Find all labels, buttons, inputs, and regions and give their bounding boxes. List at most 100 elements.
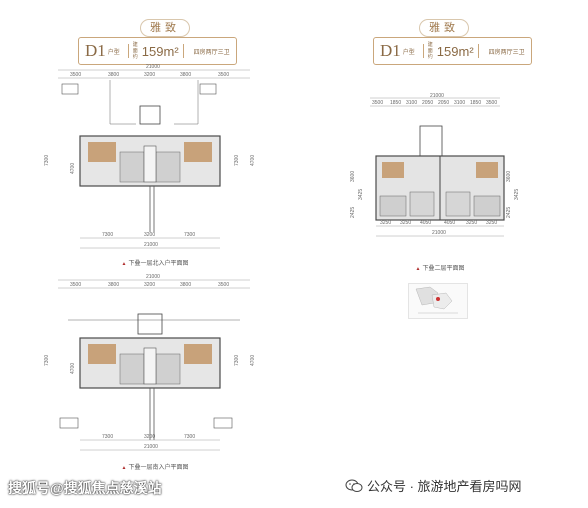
key-plan-thumbnail	[408, 283, 468, 319]
dim-label: 3200	[144, 72, 155, 78]
unit-type-code: D1	[85, 41, 106, 60]
floor-plan-north-entry: 21000 3500 3800 3200 3800 3500 7300 4700…	[44, 64, 256, 249]
dim-label: 3200	[144, 282, 155, 288]
dim-label: 3500	[70, 72, 81, 78]
unit-area: 159m²	[141, 43, 179, 59]
dim-label: 3500	[218, 282, 229, 288]
divider	[127, 44, 129, 58]
dim-label: 1850	[470, 100, 481, 106]
dim-label: 7300	[102, 434, 113, 440]
dim-label: 1850	[390, 100, 401, 106]
floor-plan-second-level: 21000 3500 1850 3100 2050 2050 3100 1850…	[350, 93, 520, 237]
dim-label: 4700	[250, 155, 256, 166]
room-wood	[184, 142, 212, 162]
plan-caption-north: ▲下叠一层北入户平面图	[90, 258, 220, 267]
room-wood	[184, 344, 212, 364]
dim-label: 3250	[486, 220, 497, 226]
unit-area: 159m²	[436, 43, 474, 59]
dim-label: 3500	[486, 100, 497, 106]
style-badge-right: 雅致	[419, 19, 469, 37]
watermark-account-text: 公众号 · 旅游地产看房吗网	[367, 479, 522, 494]
dim-label: 3425	[514, 189, 520, 200]
top-dims: 3500 3800 3200 3800 3500	[70, 72, 229, 78]
room-wood	[88, 142, 116, 162]
room-wood	[88, 344, 116, 364]
caption-text: 下叠二层平面图	[422, 266, 465, 272]
dim-label: 3500	[218, 72, 229, 78]
dim-label: 21000	[144, 444, 158, 450]
divider	[182, 44, 184, 58]
dim-label: 7300	[44, 155, 50, 166]
floor-plan-south-entry: 21000 3500 3800 3200 3800 3500 7300 4700…	[44, 274, 256, 451]
overall-dim: 21000	[146, 64, 160, 70]
stair-icon	[139, 105, 161, 125]
plan-caption-second-level: ▲下叠二层平面图	[390, 263, 490, 272]
dim-label: 3100	[406, 100, 417, 106]
dim-label: 4700	[250, 355, 256, 366]
window-icon	[61, 83, 79, 95]
dim-label: 4050	[420, 220, 431, 226]
unit-type-code: D1	[380, 41, 401, 60]
dim-label: 2050	[422, 100, 433, 106]
dim-label: 7300	[102, 232, 113, 238]
layout-description: 四房两厅三卫	[488, 49, 525, 56]
overall-dim: 21000	[430, 93, 444, 99]
dim-label: 2425	[506, 207, 512, 218]
window-icon	[199, 83, 217, 95]
layout-description: 四房两厅三卫	[193, 49, 230, 56]
dim-label: 7300	[184, 232, 195, 238]
dim-label: 3100	[454, 100, 465, 106]
unit-type-suffix: 户型	[107, 49, 120, 56]
style-badge-left: 雅致	[140, 19, 190, 37]
stair-icon	[419, 125, 443, 157]
window-icon	[59, 417, 79, 429]
plan-caption-south: ▲下叠一层南入户平面图	[90, 462, 220, 471]
overall-dim: 21000	[146, 274, 160, 280]
dim-label: 3500	[372, 100, 383, 106]
dim-label: 3600	[506, 171, 512, 182]
dim-label: 2425	[350, 207, 356, 218]
dim-label: 21000	[432, 230, 446, 236]
dim-label: 4050	[444, 220, 455, 226]
unit-type-header-right: D1 户型 建面约 159m² 四房两厅三卫	[373, 37, 532, 65]
area-label: 建面约	[427, 42, 433, 60]
room-wood	[382, 162, 404, 178]
dim-label: 3600	[350, 171, 356, 182]
unit-type-header-left: D1 户型 建面约 159m² 四房两厅三卫	[78, 37, 237, 65]
dim-label: 3250	[400, 220, 411, 226]
dim-label: 3200	[144, 232, 155, 238]
divider	[422, 44, 424, 58]
room-wood	[476, 162, 498, 178]
dim-label: 2050	[438, 100, 449, 106]
dim-label: 3250	[380, 220, 391, 226]
caption-text: 下叠一层北入户平面图	[128, 261, 189, 267]
dim-label: 4700	[70, 363, 76, 374]
dim-label: 7300	[234, 155, 240, 166]
dim-label: 3425	[358, 189, 364, 200]
dim-label: 3800	[108, 72, 119, 78]
dim-label: 7300	[44, 355, 50, 366]
window-icon	[213, 417, 233, 429]
stair-icon	[137, 313, 163, 335]
unit-type-suffix: 户型	[402, 49, 415, 56]
area-label: 建面约	[132, 42, 138, 60]
location-marker-icon	[436, 297, 440, 301]
dim-label: 3200	[144, 434, 155, 440]
dim-label: 3500	[70, 282, 81, 288]
wechat-icon	[345, 479, 363, 492]
dim-label: 7300	[234, 355, 240, 366]
triangle-icon: ▲	[415, 266, 421, 272]
caption-text: 下叠一层南入户平面图	[128, 465, 189, 471]
watermark-account: 公众号 · 旅游地产看房吗网	[345, 476, 522, 495]
dim-label: 3800	[180, 72, 191, 78]
dim-label: 3800	[180, 282, 191, 288]
divider	[477, 44, 479, 58]
triangle-icon: ▲	[121, 261, 127, 267]
triangle-icon: ▲	[121, 465, 127, 471]
dim-label: 4700	[70, 163, 76, 174]
dim-label: 3250	[466, 220, 477, 226]
watermark-source: 搜狐号@搜狐焦点慈溪站	[8, 480, 162, 496]
dim-label: 21000	[144, 242, 158, 248]
dim-label: 3800	[108, 282, 119, 288]
dim-label: 7300	[184, 434, 195, 440]
